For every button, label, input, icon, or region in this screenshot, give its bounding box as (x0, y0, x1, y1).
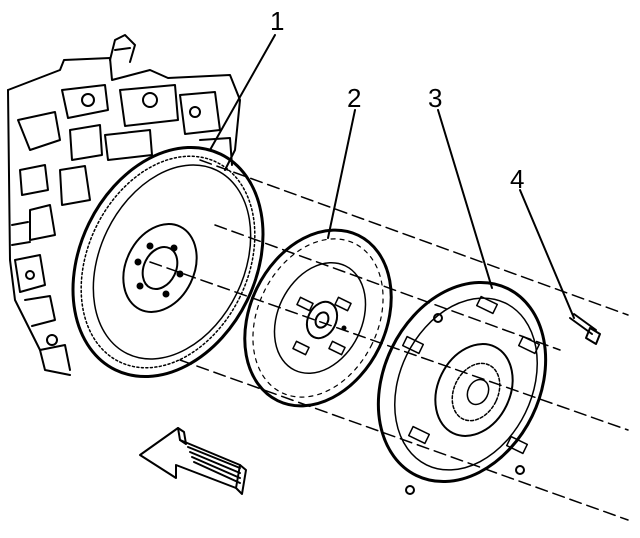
flywheel (71, 145, 265, 379)
callout-2: 2 (347, 83, 361, 113)
bolt (569, 313, 601, 345)
arrow-left-icon (139, 427, 247, 495)
callout-3: 3 (428, 83, 442, 113)
engine-block (7, 34, 241, 376)
alignment-lines (149, 159, 629, 521)
callout-1: 1 (270, 6, 284, 36)
clutch-disc (243, 228, 393, 408)
pressure-plate (376, 280, 548, 495)
leader-lines (209, 34, 575, 319)
callout-4: 4 (510, 164, 524, 194)
